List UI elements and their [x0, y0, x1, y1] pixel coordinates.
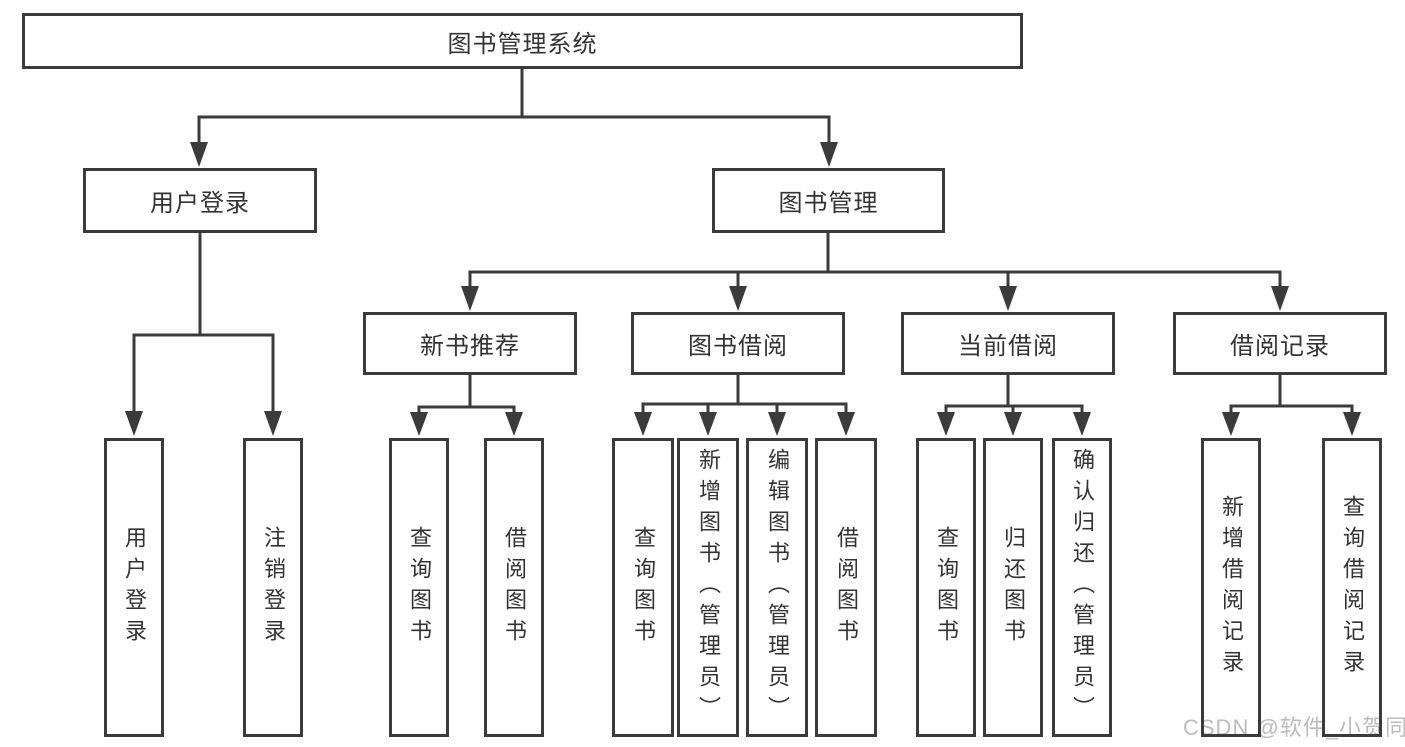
node-label: 图书管理 [778, 190, 879, 217]
node-book-management: 图书管理 [712, 168, 945, 233]
leaf-label: 确认归还（管理员） [1070, 448, 1095, 727]
leaf-logout: 注销登录 [243, 438, 303, 737]
arrowhead [1222, 412, 1240, 436]
leaf-borrow-books: 借阅图书 [815, 438, 877, 737]
leaf-label: 归还图书 [1001, 525, 1026, 650]
arrowhead [461, 286, 479, 311]
leaf-label: 借阅图书 [502, 525, 527, 650]
arrowhead [768, 412, 786, 436]
leaf-label: 注销登录 [261, 525, 286, 650]
leaf-label: 查询图书 [934, 525, 959, 650]
leaf-label: 查询图书 [631, 525, 656, 650]
leaf-query-books-current: 查询图书 [916, 438, 976, 737]
node-root-system: 图书管理系统 [22, 13, 1023, 69]
connector-book-mgmt-to-level3 [461, 233, 1289, 311]
connector-borrow-records-to-leaves [1222, 375, 1361, 436]
arrowhead [410, 412, 428, 436]
leaf-query-books-borrow: 查询图书 [612, 438, 674, 737]
node-current-borrow: 当前借阅 [901, 312, 1115, 375]
node-label: 图书管理系统 [447, 30, 598, 58]
arrowhead [505, 412, 523, 436]
node-user-login: 用户登录 [83, 168, 317, 233]
arrowhead [999, 286, 1017, 311]
arrowhead [1073, 412, 1091, 436]
arrowhead [190, 142, 208, 167]
leaf-query-books-recommend: 查询图书 [389, 438, 449, 737]
leaf-edit-books-admin: 编辑图书（管理员） [746, 438, 808, 737]
leaf-label: 编辑图书（管理员） [765, 448, 790, 727]
node-book-borrow: 图书借阅 [631, 312, 845, 375]
connector-root-to-level2 [190, 69, 838, 167]
connector-new-book-to-leaves [410, 375, 523, 436]
arrowhead [820, 142, 838, 167]
arrowhead [937, 412, 955, 436]
node-borrow-records: 借阅记录 [1173, 312, 1387, 375]
connector-user-login-to-leaves [125, 233, 282, 436]
leaf-label: 查询图书 [407, 525, 432, 650]
leaf-user-login: 用户登录 [104, 438, 164, 737]
leaf-label: 借阅图书 [834, 525, 859, 650]
arrowhead [125, 411, 143, 436]
node-new-book-recommend: 新书推荐 [363, 312, 577, 375]
arrowhead [1343, 412, 1361, 436]
arrowhead [837, 412, 855, 436]
node-label: 新书推荐 [420, 333, 520, 360]
leaf-label: 查询借阅记录 [1340, 494, 1365, 681]
leaf-label: 用户登录 [122, 525, 147, 650]
arrowhead [1271, 286, 1289, 311]
connector-current-borrow-to-leaves [937, 375, 1091, 436]
leaf-add-books-admin: 新增图书（管理员） [677, 438, 739, 737]
leaf-query-borrow-record: 查询借阅记录 [1322, 438, 1382, 737]
node-label: 用户登录 [150, 190, 250, 217]
leaf-confirm-return-admin: 确认归还（管理员） [1052, 438, 1112, 737]
leaf-borrow-books-recommend: 借阅图书 [484, 438, 544, 737]
arrowhead [264, 411, 282, 436]
node-label: 当前借阅 [958, 333, 1058, 360]
leaf-add-borrow-record: 新增借阅记录 [1201, 438, 1261, 737]
arrowhead [1004, 412, 1022, 436]
leaf-label: 新增借阅记录 [1219, 494, 1244, 681]
arrowhead [729, 286, 747, 311]
leaf-return-books: 归还图书 [983, 438, 1043, 737]
arrowhead [699, 412, 717, 436]
connector-book-borrow-to-leaves [634, 375, 855, 436]
node-label: 借阅记录 [1230, 333, 1330, 360]
arrowhead [634, 412, 652, 436]
node-label: 图书借阅 [688, 333, 788, 360]
leaf-label: 新增图书（管理员） [696, 448, 721, 727]
